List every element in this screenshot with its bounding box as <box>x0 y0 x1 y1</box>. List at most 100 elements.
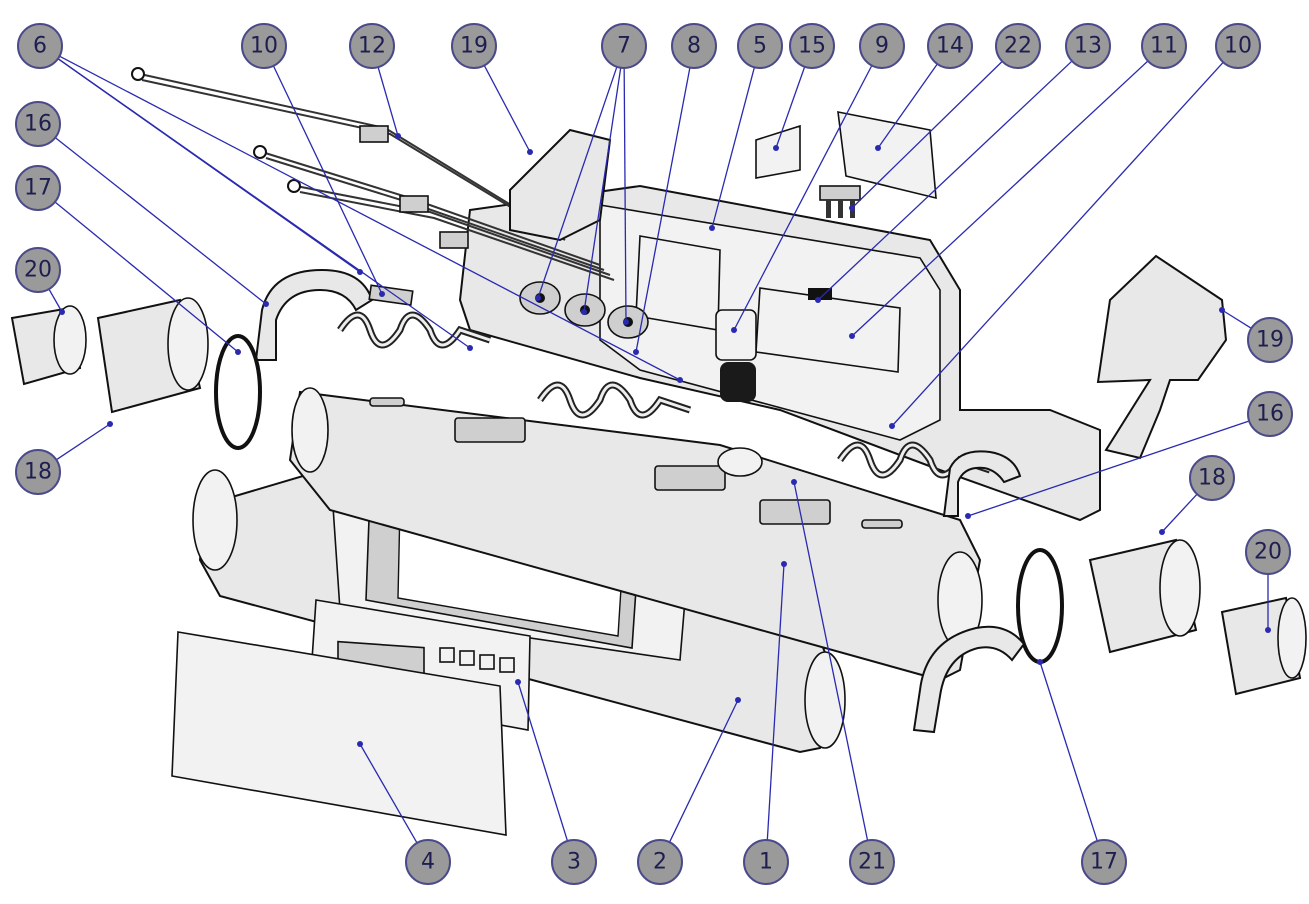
callout-bubble-c16a: 16 <box>15 101 61 147</box>
callout-label-c6a: 6 <box>33 34 47 59</box>
leader-dot-c17a-0 <box>235 349 241 355</box>
callout-label-c7: 7 <box>617 34 631 59</box>
callout-circle-c3 <box>551 839 597 885</box>
callout-label-c2: 2 <box>653 850 667 875</box>
leader-line-c22-0 <box>851 60 1003 209</box>
callout-circle-c18b <box>1189 455 1235 501</box>
leader-line-c11-0 <box>851 60 1149 337</box>
callout-bubble-c20a: 20 <box>15 247 61 293</box>
callout-circle-c10a <box>241 23 287 69</box>
callout-circle-c1 <box>743 839 789 885</box>
part-upper-tube <box>288 387 983 682</box>
leader-dot-c14-0 <box>875 145 881 151</box>
callout-bubble-c2: 2 <box>637 839 683 885</box>
leader-line-c20a-0 <box>48 288 63 313</box>
callout-label-c16b: 16 <box>1256 402 1284 427</box>
leader-dot-c16a-0 <box>263 301 269 307</box>
leader-line-c21-0 <box>793 481 869 841</box>
callout-circle-c9 <box>859 23 905 69</box>
callout-label-c17a: 17 <box>24 176 52 201</box>
leader-line-c18a-0 <box>55 423 111 461</box>
leader-line-c3-0 <box>517 681 569 842</box>
leader-dot-c2-0 <box>735 697 741 703</box>
callout-circle-c17b <box>1081 839 1127 885</box>
callout-bubble-c18b: 18 <box>1189 455 1235 501</box>
callout-label-c1: 1 <box>759 850 773 875</box>
callout-label-c4: 4 <box>421 850 435 875</box>
callout-label-c18a: 18 <box>24 460 52 485</box>
callout-bubble-c5: 5 <box>737 23 783 69</box>
part-left-fittings <box>10 297 262 450</box>
leader-line-c17b-0 <box>1039 661 1098 842</box>
leader-dot-c15-0 <box>773 145 779 151</box>
callout-label-c17b: 17 <box>1090 850 1118 875</box>
leader-dot-c10a-0 <box>379 291 385 297</box>
callout-circle-c18a <box>15 449 61 495</box>
leader-line-c1-0 <box>766 563 785 841</box>
callout-label-c20b: 20 <box>1254 540 1282 565</box>
part-sensor <box>715 309 757 402</box>
callout-circle-c17a <box>15 165 61 211</box>
callout-circle-c10b <box>1215 23 1261 69</box>
callout-bubble-c12: 12 <box>349 23 395 69</box>
leader-dot-c5-0 <box>709 225 715 231</box>
callout-circle-c16b <box>1247 391 1293 437</box>
leader-line-c13-0 <box>817 60 1073 301</box>
leader-line-c7-2 <box>623 67 627 323</box>
callout-circle-c21 <box>849 839 895 885</box>
leader-dot-c1-0 <box>781 561 787 567</box>
leader-dot-c9-0 <box>731 327 737 333</box>
leader-dot-c6a-2 <box>677 377 683 383</box>
leader-dot-c7-2 <box>623 319 629 325</box>
callout-bubble-c13: 13 <box>1065 23 1111 69</box>
callout-bubble-c16b: 16 <box>1247 391 1293 437</box>
callout-bubble-c14: 14 <box>927 23 973 69</box>
callout-bubble-c18a: 18 <box>15 449 61 495</box>
callout-label-c10b: 10 <box>1224 34 1252 59</box>
callout-bubble-c17b: 17 <box>1081 839 1127 885</box>
leader-line-c14-0 <box>877 63 938 149</box>
callout-circle-c20a <box>15 247 61 293</box>
callout-bubble-c15: 15 <box>789 23 835 69</box>
leader-line-c7-1 <box>583 67 622 313</box>
callout-label-c19a: 19 <box>460 34 488 59</box>
callout-circle-c19a <box>451 23 497 69</box>
callout-circle-c6a <box>17 23 63 69</box>
callout-label-c22: 22 <box>1004 34 1032 59</box>
callout-circle-c8 <box>671 23 717 69</box>
callout-bubble-c11: 11 <box>1141 23 1187 69</box>
callout-label-c15: 15 <box>798 34 826 59</box>
leader-line-c2-0 <box>668 699 739 843</box>
leader-line-c16a-0 <box>54 137 267 305</box>
leader-dot-c20b-0 <box>1265 627 1271 633</box>
callout-bubble-c4: 4 <box>405 839 451 885</box>
callout-label-c18b: 18 <box>1198 466 1226 491</box>
callout-label-c19b: 19 <box>1256 328 1284 353</box>
callout-circle-c12 <box>349 23 395 69</box>
leader-dot-c3-0 <box>515 679 521 685</box>
callout-bubble-c10a: 10 <box>241 23 287 69</box>
leader-dot-c11-0 <box>849 333 855 339</box>
callout-bubble-c20b: 20 <box>1245 529 1291 575</box>
leader-line-c12-0 <box>377 66 399 137</box>
callout-circle-c4 <box>405 839 451 885</box>
callout-circle-c20b <box>1245 529 1291 575</box>
leader-line-c6a-1 <box>57 58 471 349</box>
leader-dot-c18a-0 <box>107 421 113 427</box>
callout-circle-c13 <box>1065 23 1111 69</box>
leader-dot-c6a-0 <box>357 269 363 275</box>
leader-dot-c16b-0 <box>965 513 971 519</box>
leader-line-c15-0 <box>775 66 806 149</box>
callout-label-c9: 9 <box>875 34 889 59</box>
callout-bubble-c21: 21 <box>849 839 895 885</box>
callout-label-c13: 13 <box>1074 34 1102 59</box>
leader-dot-c10b-0 <box>889 423 895 429</box>
callout-label-c3: 3 <box>567 850 581 875</box>
leader-line-c8-0 <box>635 67 691 353</box>
leader-dot-c7-1 <box>581 309 587 315</box>
leader-line-c5-0 <box>711 67 756 229</box>
leader-dot-c17b-0 <box>1037 659 1043 665</box>
leader-line-c19a-0 <box>483 65 531 153</box>
